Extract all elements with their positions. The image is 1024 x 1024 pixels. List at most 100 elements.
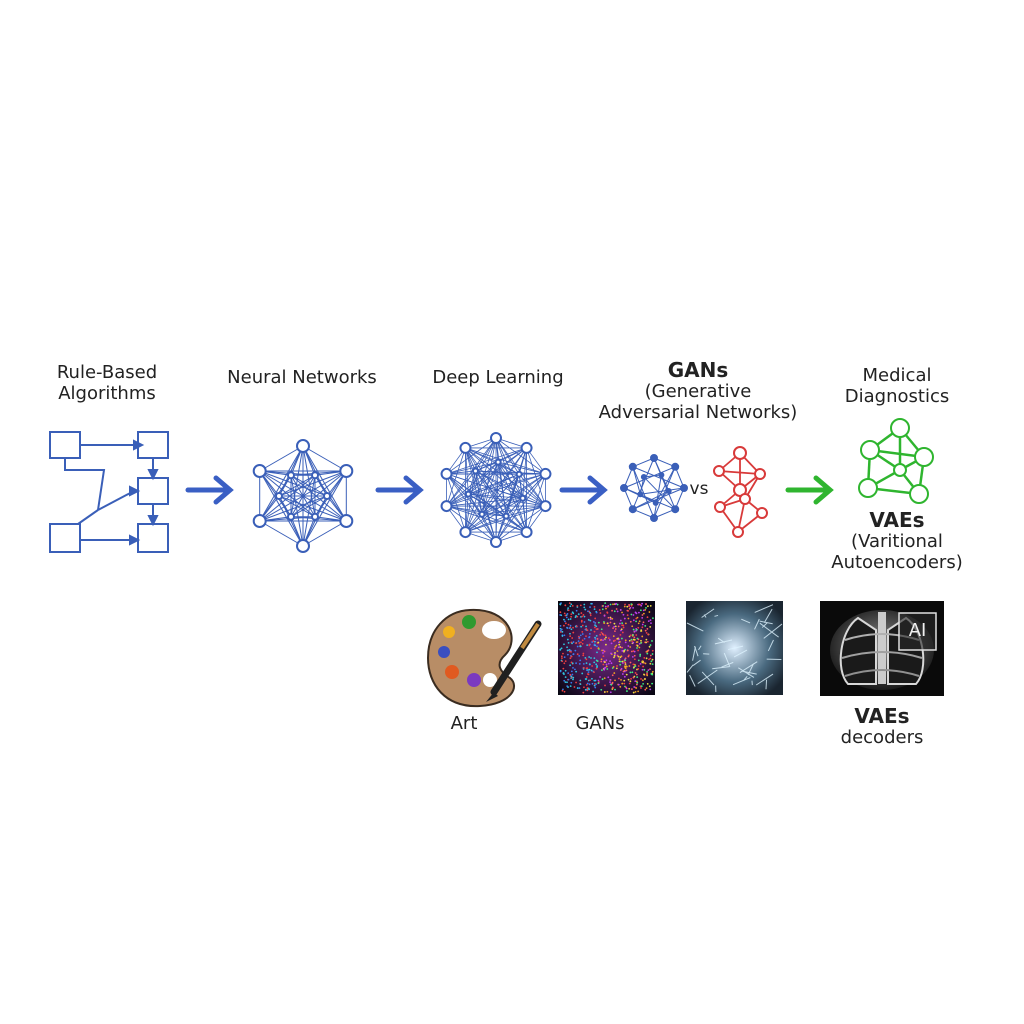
noise-dot xyxy=(645,607,647,609)
noise-dot xyxy=(640,604,643,607)
network-node xyxy=(756,507,768,519)
noise-dot xyxy=(566,638,569,641)
network-node xyxy=(914,447,934,467)
noise-dot xyxy=(642,609,645,612)
noise-dot xyxy=(569,673,572,676)
noise-dot xyxy=(625,669,628,672)
noise-dot xyxy=(619,622,621,625)
noise-dot xyxy=(583,686,585,689)
noise-dot xyxy=(616,654,619,657)
network-edge xyxy=(446,461,499,475)
noise-dot xyxy=(594,638,597,640)
network-node xyxy=(539,467,552,480)
noise-dot xyxy=(635,673,638,676)
noise-dot xyxy=(583,603,586,606)
noise-dot xyxy=(647,620,650,623)
noise-dot xyxy=(619,619,622,622)
noise-dot xyxy=(561,689,564,692)
noise-dot xyxy=(563,690,566,693)
noise-dot xyxy=(648,658,650,661)
noise-dot xyxy=(619,656,622,659)
noise-dot xyxy=(614,651,616,654)
network-edge xyxy=(518,474,524,499)
noise-dot xyxy=(596,638,599,640)
network-node xyxy=(296,539,310,553)
noise-dot xyxy=(624,639,627,642)
network-edge xyxy=(446,447,527,475)
noise-dot xyxy=(630,613,633,616)
noise-dot xyxy=(559,631,562,633)
noise-dot xyxy=(561,657,563,660)
noise-dot xyxy=(644,662,647,665)
noise-dot xyxy=(592,640,595,643)
noise-dot xyxy=(617,683,620,686)
noise-dot xyxy=(642,621,645,624)
gans-title: GANs xyxy=(667,358,729,382)
noise-dot xyxy=(633,630,636,633)
noise-dot xyxy=(637,622,640,625)
noise-dot xyxy=(645,631,648,634)
gans-example-label: GANs xyxy=(575,713,625,734)
noise-dot xyxy=(619,646,622,648)
noise-dot xyxy=(578,687,581,689)
noise-dot xyxy=(563,634,566,637)
glow-line xyxy=(692,659,701,666)
noise-dot xyxy=(619,685,622,688)
network-edge xyxy=(465,447,507,517)
noise-dot xyxy=(609,621,612,624)
glow-line xyxy=(763,623,783,639)
noise-dot xyxy=(624,661,627,664)
noise-dot xyxy=(637,690,640,693)
network-edge xyxy=(505,474,520,517)
noise-dot xyxy=(635,628,638,631)
noise-dot xyxy=(612,603,614,606)
noise-dot xyxy=(581,642,584,645)
network-edge xyxy=(468,493,523,499)
vaes-sub2: Autoencoders) xyxy=(831,552,963,573)
noise-dot xyxy=(587,610,589,613)
noise-dot xyxy=(646,627,649,630)
noise-dot xyxy=(614,688,616,691)
noise-dot xyxy=(601,678,604,681)
noise-dot xyxy=(609,603,612,606)
medical-line2: Diagnostics xyxy=(844,386,950,407)
noise-dot xyxy=(646,640,649,643)
noise-dot xyxy=(633,658,636,661)
network-edge xyxy=(302,445,347,472)
noise-dot xyxy=(589,606,591,608)
noise-dot xyxy=(640,687,642,689)
noise-dot xyxy=(559,603,562,606)
noise-dot xyxy=(585,676,588,678)
network-node xyxy=(440,500,453,513)
glow-line xyxy=(689,674,696,687)
noise-dot xyxy=(582,691,585,694)
network-node xyxy=(637,491,644,498)
noise-dot xyxy=(607,624,610,627)
noise-dot xyxy=(615,608,618,610)
noise-dot xyxy=(602,652,604,654)
noise-dot xyxy=(575,642,577,645)
network-node xyxy=(671,505,680,514)
network-node xyxy=(296,439,310,453)
noise-dot xyxy=(629,606,632,609)
network-edge xyxy=(259,470,292,518)
noise-dot xyxy=(600,688,603,691)
medical-diagnostics-label: Medical Diagnostics xyxy=(826,365,968,407)
noise-dot xyxy=(626,614,629,617)
noise-dot xyxy=(588,668,591,671)
glow-line xyxy=(738,667,755,678)
noise-dot xyxy=(649,604,652,607)
noise-dot xyxy=(601,649,604,652)
noise-dot xyxy=(636,668,638,671)
noise-dot xyxy=(635,634,638,636)
noise-dot xyxy=(583,637,586,640)
noise-dot xyxy=(566,653,569,656)
network-edge xyxy=(302,495,328,547)
noise-dot xyxy=(650,622,652,625)
noise-dot xyxy=(639,662,642,665)
neural-networks-label: Neural Networks xyxy=(227,367,377,388)
network-edge xyxy=(497,461,520,475)
noise-dot xyxy=(595,663,598,666)
noise-dot xyxy=(585,625,587,628)
glow-line xyxy=(701,671,715,686)
